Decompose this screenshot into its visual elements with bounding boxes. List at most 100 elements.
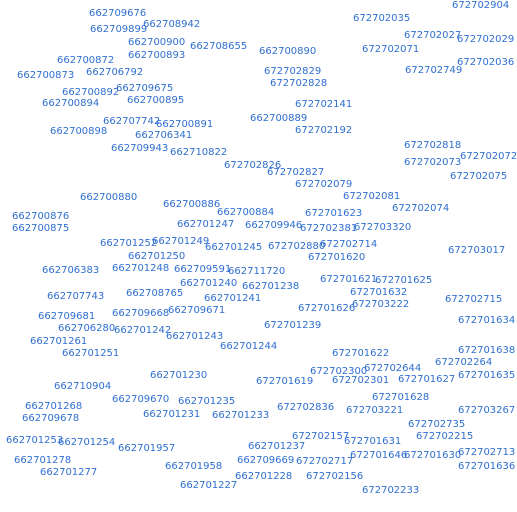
node-label: 662701261 — [30, 336, 88, 347]
node-label: 662701227 — [180, 480, 238, 491]
node-label: 672702826 — [224, 160, 282, 171]
node-label: 662701240 — [180, 278, 238, 289]
node-label: 672701635 — [458, 370, 516, 381]
node-label: 662708765 — [126, 288, 184, 299]
node-label: 672702381 — [300, 223, 358, 234]
node-label: 672701626 — [298, 303, 356, 314]
node-label: 672702215 — [416, 431, 474, 442]
node-label: 672701625 — [375, 275, 433, 286]
node-label: 672701628 — [372, 392, 430, 403]
node-label: 662701244 — [220, 341, 278, 352]
node-label: 672702828 — [270, 78, 328, 89]
node-label: 672703222 — [352, 299, 410, 310]
node-label: 672702029 — [457, 34, 515, 45]
node-label: 662700895 — [127, 95, 185, 106]
node-label: 672703221 — [346, 405, 404, 416]
node-label: 672702027 — [404, 30, 462, 41]
node-label: 662709946 — [245, 220, 303, 231]
node-label: 662706280 — [58, 323, 116, 334]
node-label: 672701619 — [256, 376, 314, 387]
node-label: 672702836 — [277, 402, 335, 413]
node-label: 672702072 — [460, 151, 517, 162]
node-label: 662709591 — [174, 264, 232, 275]
node-label: 672701239 — [264, 320, 322, 331]
node-label: 672701630 — [404, 450, 462, 461]
node-label: 672702300 — [310, 366, 368, 377]
node-label: 662710904 — [54, 381, 112, 392]
node-label: 662701235 — [178, 396, 236, 407]
node-label: 672703320 — [354, 222, 412, 233]
node-label: 662707743 — [47, 291, 105, 302]
node-label: 662700884 — [217, 207, 275, 218]
node-label: 662700875 — [12, 223, 70, 234]
node-label: 672702715 — [445, 294, 503, 305]
node-label: 662701238 — [242, 281, 300, 292]
node-label: 662701241 — [204, 293, 262, 304]
node-label: 662708655 — [190, 41, 248, 52]
node-label: 662701228 — [235, 471, 293, 482]
node-label: 662700890 — [259, 46, 317, 57]
node-label: 662709678 — [22, 413, 80, 424]
node-label: 672702827 — [267, 167, 325, 178]
node-label: 662706792 — [86, 67, 144, 78]
node-label: 662709943 — [111, 143, 169, 154]
node-label: 662701250 — [128, 251, 186, 262]
node-label: 672701620 — [308, 252, 366, 263]
node-label: 662701237 — [248, 441, 306, 452]
node-label: 662701253 — [6, 435, 64, 446]
node-label: 662701254 — [58, 437, 116, 448]
node-label: 662701230 — [150, 370, 208, 381]
node-label: 672702818 — [404, 140, 462, 151]
node-label: 662710822 — [170, 147, 228, 158]
node-label: 662709899 — [90, 24, 148, 35]
node-label: 662700876 — [12, 211, 70, 222]
node-label: 672701646 — [350, 450, 408, 461]
node-label: 662700892 — [62, 87, 120, 98]
node-label: 662701242 — [114, 325, 172, 336]
node-label: 662701252 — [100, 238, 158, 249]
node-label: 672701627 — [398, 374, 456, 385]
node-label: 672701622 — [332, 348, 390, 359]
node-label: 662700891 — [156, 119, 214, 130]
node-label: 662701957 — [118, 443, 176, 454]
node-label: 662709670 — [112, 394, 170, 405]
node-label: 662709681 — [38, 311, 96, 322]
node-label: 672702073 — [404, 157, 462, 168]
node-label: 662707742 — [103, 116, 161, 127]
node-label: 662700894 — [42, 98, 100, 109]
node-label: 662701231 — [143, 409, 201, 420]
node-label: 662700886 — [163, 199, 221, 210]
node-label: 662700889 — [250, 113, 308, 124]
node-label: 662701243 — [166, 331, 224, 342]
node-label: 672702156 — [306, 471, 364, 482]
node-label: 672701636 — [458, 461, 516, 472]
node-label: 672702036 — [457, 57, 515, 68]
node-label: 662709675 — [116, 83, 174, 94]
node-label: 662701251 — [62, 348, 120, 359]
node-label: 672702192 — [295, 125, 353, 136]
node-label: 662700900 — [128, 37, 186, 48]
node-label: 662700872 — [57, 55, 115, 66]
node-label: 672702829 — [264, 66, 322, 77]
node-label: 662701958 — [165, 461, 223, 472]
node-label: 672702301 — [332, 375, 390, 386]
node-label: 672702157 — [292, 431, 350, 442]
node-label: 662711720 — [228, 266, 286, 277]
node-label: 672702717 — [296, 456, 354, 467]
node-label: 672702735 — [408, 419, 466, 430]
node-label: 672702081 — [343, 191, 401, 202]
node-label: 672701623 — [305, 208, 363, 219]
node-label: 672702071 — [362, 44, 420, 55]
node-label: 662700873 — [17, 70, 75, 81]
node-label: 662700893 — [128, 50, 186, 61]
node-label: 672702075 — [450, 171, 508, 182]
node-label: 662701277 — [40, 467, 98, 478]
node-label: 672702904 — [452, 0, 510, 11]
node-label: 672702749 — [405, 65, 463, 76]
node-label: 662701233 — [212, 410, 270, 421]
node-label: 672702141 — [295, 99, 353, 110]
node-label: 662701268 — [25, 401, 83, 412]
node-label: 672701634 — [458, 315, 516, 326]
node-label: 662701248 — [112, 263, 170, 274]
